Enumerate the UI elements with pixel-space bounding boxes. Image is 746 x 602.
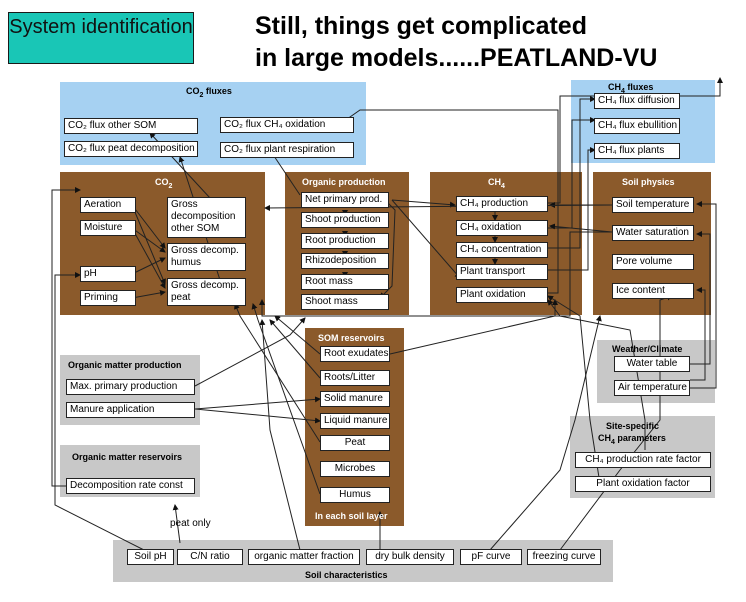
roots-litter: Roots/Litter <box>320 370 390 386</box>
soil-physics-title: Soil physics <box>622 177 675 187</box>
organic-matter-production-title: Organic matter production <box>68 360 182 370</box>
soil-temperature: Soil temperature <box>612 197 694 213</box>
som-reservoirs-title: SOM reservoirs <box>318 333 385 343</box>
water-table: Water table <box>614 356 690 372</box>
liquid-manure: Liquid manure <box>320 413 390 429</box>
weather-climate-title: Weather/Climate <box>612 344 683 354</box>
co2-panel-title: CO2 <box>155 177 173 190</box>
som-reservoirs-footer: In each soil layer <box>315 511 388 521</box>
plant-oxidation: Plant oxidation <box>456 287 548 303</box>
freezing-curve: freezing curve <box>527 549 601 565</box>
ph: pH <box>80 266 136 282</box>
ch4-fluxes-title: CH4 fluxes <box>608 82 654 95</box>
shoot-mass: Shoot mass <box>301 294 389 310</box>
manure-application: Manure application <box>66 402 195 418</box>
net-primary-prod: Net primary prod. <box>301 192 389 208</box>
pf-curve: pF curve <box>460 549 522 565</box>
peat: Peat <box>320 435 390 451</box>
site-specific-title: Site-specific <box>606 421 660 431</box>
ch4-production-rate-factor: CH₄ production rate factor <box>575 452 711 468</box>
plant-transport: Plant transport <box>456 264 548 280</box>
aeration: Aeration <box>80 197 136 213</box>
gross-decomposition-other-som: Gross decomposition other SOM <box>167 197 246 238</box>
gross-decomp-humus: Gross decomp. humus <box>167 243 246 271</box>
organic-production-title: Organic production <box>302 177 386 187</box>
gross-decomp-peat: Gross decomp. peat <box>167 278 246 306</box>
ch4-production: CH₄ production <box>456 196 548 212</box>
priming: Priming <box>80 290 136 306</box>
solid-manure: Solid manure <box>320 391 390 407</box>
microbes: Microbes <box>320 461 390 477</box>
slide-title-line1: Still, things get complicated <box>255 12 587 40</box>
moisture: Moisture <box>80 220 136 236</box>
system-identification-tag: System identification <box>8 12 194 64</box>
co2-fluxes-title: CO2 fluxes <box>186 86 232 99</box>
slide-title: Still, things get complicated in large m… <box>255 10 657 74</box>
peat-only-note: peat only <box>170 518 211 529</box>
max-primary-production: Max. primary production <box>66 379 195 395</box>
ch4-parameters-title: CH4 parameters <box>598 433 666 446</box>
ch4-flux-ebullition: CH₄ flux ebullition <box>594 118 680 134</box>
humus: Humus <box>320 487 390 503</box>
organic-matter-reservoirs-title: Organic matter reservoirs <box>72 452 183 462</box>
decomposition-rate-const: Decomposition rate const <box>66 478 195 494</box>
ice-content: Ice content <box>612 283 694 299</box>
air-temperature: Air temperature <box>614 380 690 396</box>
co2-flux-other-som: CO₂ flux other SOM <box>64 118 198 134</box>
rhizodeposition: Rhizodeposition <box>301 253 389 269</box>
soil-characteristics-title: Soil characteristics <box>305 570 388 580</box>
slide-title-line2: in large models......PEATLAND-VU <box>255 44 658 72</box>
soil-ph: Soil pH <box>127 549 174 565</box>
ch4-flux-plants: CH₄ flux plants <box>594 143 680 159</box>
root-production: Root production <box>301 233 389 249</box>
pore-volume: Pore volume <box>612 254 694 270</box>
co2-flux-peat-decomposition: CO₂ flux peat decomposition <box>64 141 198 157</box>
ch4-oxidation: CH₄ oxidation <box>456 220 548 236</box>
ch4-panel-title: CH4 <box>488 177 505 190</box>
co2-flux-ch4-oxidation: CO₂ flux CH₄ oxidation <box>220 117 354 133</box>
root-mass: Root mass <box>301 274 389 290</box>
co2-flux-plant-respiration: CO₂ flux plant respiration <box>220 142 354 158</box>
dry-bulk-density: dry bulk density <box>366 549 454 565</box>
ch4-flux-diffusion: CH₄ flux diffusion <box>594 93 680 109</box>
root-exudates: Root exudates <box>320 346 390 362</box>
plant-oxidation-factor: Plant oxidation factor <box>575 476 711 492</box>
shoot-production: Shoot production <box>301 212 389 228</box>
water-saturation: Water saturation <box>612 225 694 241</box>
organic-matter-fraction: organic matter fraction <box>248 549 360 565</box>
cn-ratio: C/N ratio <box>177 549 243 565</box>
ch4-concentration: CH₄ concentration <box>456 242 548 258</box>
